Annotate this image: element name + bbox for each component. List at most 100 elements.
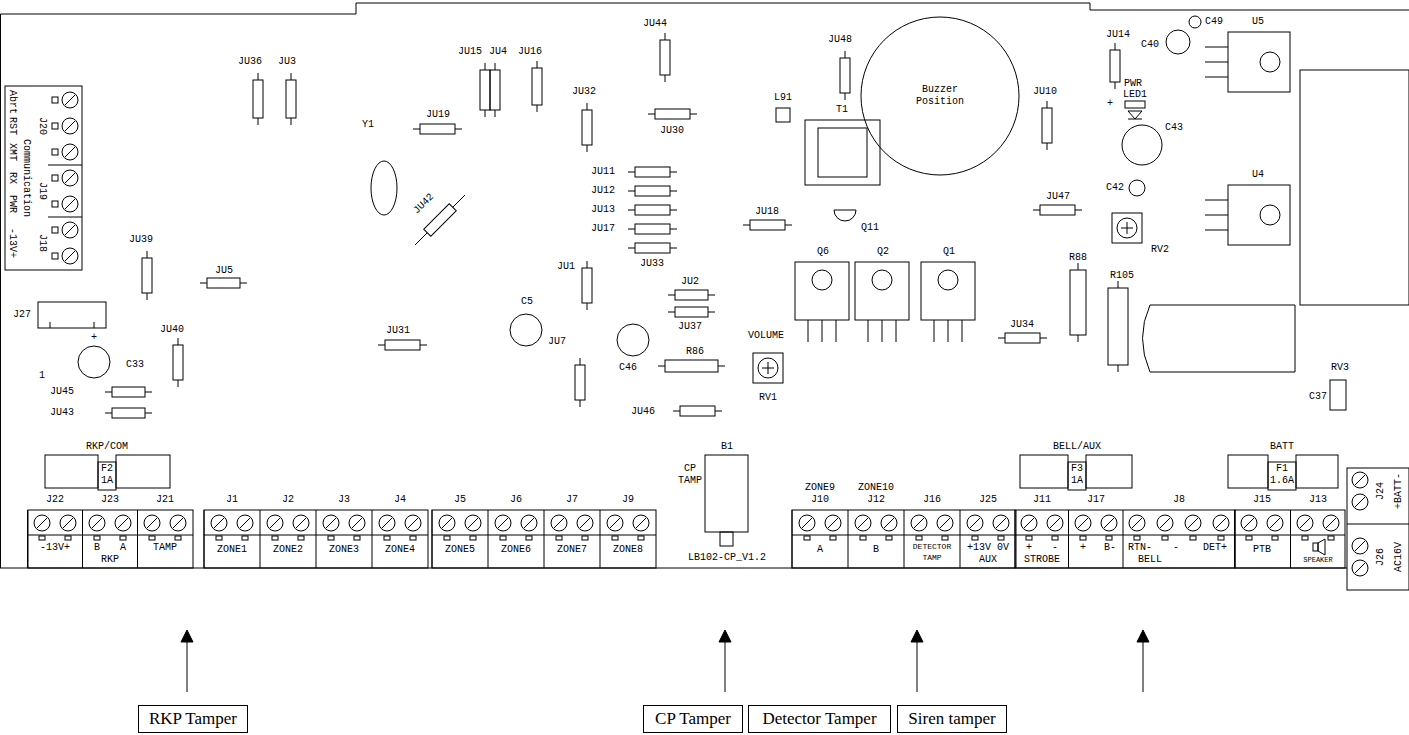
resistor-lead (1033, 210, 1040, 211)
terminal-screw (1047, 515, 1063, 531)
screw-slot (296, 518, 306, 528)
resistor-lead (145, 392, 152, 393)
resistor-lead (240, 283, 247, 284)
arrow-head (911, 630, 923, 642)
capacitor-symbol (1166, 30, 1190, 54)
screw-slot (65, 225, 75, 235)
resistor-lead (291, 73, 292, 80)
callout-box: CP Tamper (643, 705, 743, 733)
terminal-divider (960, 510, 961, 568)
leader-arrow (187, 640, 188, 692)
terminal-screw (62, 248, 78, 264)
resistor-symbol (1110, 50, 1120, 82)
screw-slot (92, 518, 102, 528)
screw-slot (1216, 518, 1226, 528)
silk-label: RV1 (758, 393, 778, 403)
resistor-lead (587, 145, 588, 152)
resistor-symbol (420, 124, 455, 134)
regulator-pin (1205, 200, 1228, 201)
silk-label: - (1172, 543, 1180, 553)
terminal-pin (638, 536, 644, 540)
resistor-lead (665, 75, 666, 82)
resistor-lead (455, 129, 462, 130)
terminal-pin (65, 536, 71, 540)
silk-label: C49 (1204, 17, 1224, 27)
terminal-pin (1302, 536, 1308, 540)
screw-slot (1355, 497, 1365, 507)
terminal-pin (328, 536, 334, 540)
resistor-lead (537, 105, 538, 112)
silk-label: JU30 (659, 126, 685, 136)
terminal-screw (144, 515, 160, 531)
terminal-strip (1235, 510, 1345, 568)
leader-arrow (917, 640, 918, 692)
fuse-holder (1086, 455, 1132, 488)
terminal-screw (881, 515, 897, 531)
screw-slot (524, 518, 534, 528)
silk-label: JU33 (639, 259, 665, 269)
resistor-lead (628, 172, 635, 173)
terminal-screw (62, 170, 78, 186)
silk-label: B1 (720, 442, 734, 452)
silk-label: JU36 (237, 57, 263, 67)
silk-label: JU45 (49, 387, 75, 397)
silk-label: JU42 (411, 191, 436, 216)
silk-label: JU19 (425, 110, 451, 120)
terminal-screw (633, 515, 649, 531)
regulator-pin (1205, 47, 1228, 48)
silk-label: + (1079, 543, 1087, 553)
resistor-lead (495, 63, 496, 70)
terminal-divider (316, 510, 317, 568)
resistor-symbol (635, 167, 670, 177)
silk-label: ZONE2 (272, 545, 304, 555)
resistor-symbol (582, 268, 592, 303)
silk-label: J13 (1308, 495, 1328, 505)
arrow-head (181, 630, 193, 642)
tamper-switch (705, 455, 748, 532)
terminal-screw (62, 118, 78, 134)
resistor-lead (845, 51, 846, 58)
resistor-lead (628, 229, 635, 230)
terminal-pin (216, 536, 222, 540)
screw-slot (326, 518, 336, 528)
terminal-divider (1123, 510, 1124, 568)
silk-label: J26 (1376, 547, 1386, 567)
resistor-symbol (112, 387, 145, 397)
silk-label: JU48 (827, 35, 853, 45)
mounting-hole (938, 270, 958, 290)
terminal-pin (39, 536, 45, 540)
terminal-screw (1185, 515, 1201, 531)
silk-label: -13V+ (7, 227, 17, 259)
terminal-screw (1352, 472, 1368, 488)
silk-label: C42 (1105, 183, 1125, 193)
silk-label: RTN- (1127, 543, 1153, 553)
terminal-divider (1290, 510, 1291, 568)
silk-label: J1 (225, 495, 239, 505)
silk-label: T1 (835, 105, 849, 115)
trimmer-dial (1117, 218, 1137, 238)
silk-label: LB102-CP_V1.2 (687, 553, 767, 563)
silk-label: BATT (1269, 442, 1295, 452)
terminal-screw (60, 515, 76, 531)
resistor-lead (587, 261, 588, 268)
terminal-screw (607, 515, 623, 531)
connector-pin (52, 253, 58, 259)
silk-label: J24 (1376, 481, 1386, 501)
node-text: Siren tamper (908, 709, 995, 729)
terminal-screw (1075, 515, 1091, 531)
terminal-pin (972, 536, 978, 540)
resistor-symbol (635, 224, 670, 234)
silk-label: JU11 (590, 167, 616, 177)
silk-label: JU12 (590, 186, 616, 196)
terminal-screw (967, 515, 983, 531)
silk-label: J23 (100, 495, 120, 505)
silk-label: JU5 (214, 266, 234, 276)
silk-label: XMT (7, 142, 17, 162)
resistor-lead (1115, 82, 1116, 89)
terminal-screw (405, 515, 421, 531)
silk-label: JU3 (277, 57, 297, 67)
mounting-hole (872, 270, 892, 290)
mounting-hole (812, 270, 832, 290)
resistor-lead (485, 110, 486, 117)
